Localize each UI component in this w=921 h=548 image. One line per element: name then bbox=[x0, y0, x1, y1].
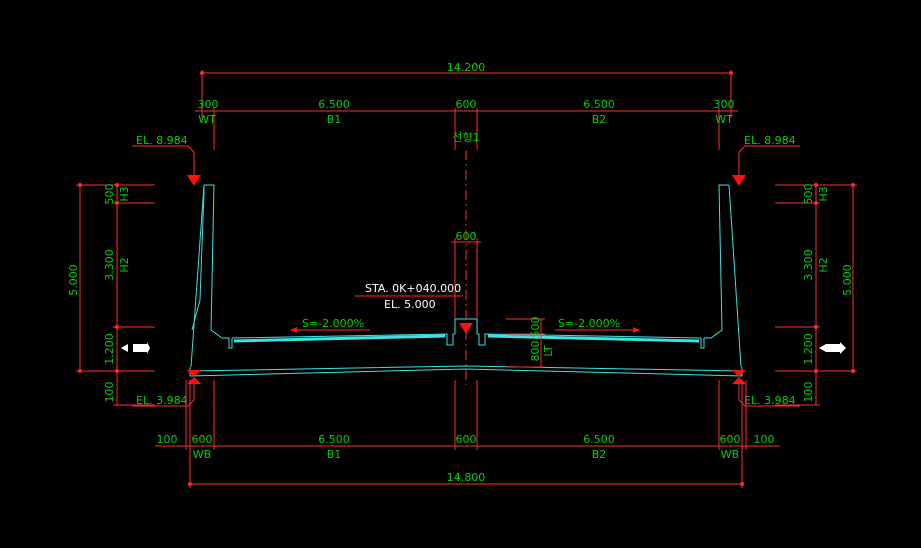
bottom-wb-right-label: WB bbox=[721, 448, 739, 461]
left-h2-value: 3.300 bbox=[103, 249, 116, 281]
top-wt-right-value: 300 bbox=[714, 98, 735, 111]
elevation-marker-icon bbox=[187, 370, 201, 377]
elevation-bottom-left: EL. 3.984 bbox=[132, 370, 201, 407]
station-annotation: STA. 0K+040.000 EL. 5.000 bbox=[355, 282, 473, 334]
center-elevation-label: EL. 5.000 bbox=[384, 298, 436, 311]
barrier-width-value: 600 bbox=[456, 230, 477, 243]
bottom-b1-value: 6.500 bbox=[318, 433, 350, 446]
slope-arrow-icon bbox=[290, 327, 297, 333]
water-arrow-icon bbox=[826, 342, 846, 354]
lt-label: LT bbox=[542, 345, 555, 357]
top-wt-left-value: 300 bbox=[198, 98, 219, 111]
top-b2-label: B2 bbox=[592, 113, 607, 126]
left-h3-label: H3 bbox=[118, 186, 131, 201]
elevation-marker-icon bbox=[732, 377, 746, 384]
slope-annotations: S=-2.000% S=-2.000% bbox=[290, 317, 640, 333]
bottom-total-label: 14.800 bbox=[447, 471, 486, 484]
top-segment-dimension: 300 6.500 600 6.500 300 WT B1 B2 WT bbox=[195, 98, 738, 150]
top-b1-value: 6.500 bbox=[318, 98, 350, 111]
bottom-ext-right-value: 100 bbox=[754, 433, 775, 446]
right-h1-value: 1.200 bbox=[802, 333, 815, 365]
right-vertical-dimensions: 5.000 500 H3 3.300 H2 1.200 100 bbox=[775, 183, 857, 406]
lt-500-value: 500 bbox=[529, 317, 542, 338]
right-h3-value: 500 bbox=[802, 184, 815, 205]
slope-right-label: S=-2.000% bbox=[558, 317, 620, 330]
bottom-wb-right-value: 600 bbox=[720, 433, 741, 446]
top-wt-left-label: WT bbox=[198, 113, 216, 126]
elevation-marker-icon bbox=[187, 175, 201, 186]
elevation-marker-icon bbox=[187, 377, 201, 384]
top-total-dimension: 14.200 bbox=[200, 61, 733, 118]
arrow-head-icon bbox=[121, 344, 128, 352]
lt-800-value: 800 bbox=[529, 341, 542, 362]
elevation-marker-icon bbox=[459, 323, 473, 334]
bottom-segment-dimension: 100 600 6.500 600 6.500 600 100 WB B1 B2… bbox=[155, 380, 780, 488]
bottom-median-value: 600 bbox=[456, 433, 477, 446]
elevation-bottom-left-label: EL. 3.984 bbox=[136, 394, 188, 407]
alignment-label: 선형1 bbox=[452, 131, 479, 144]
elevation-marker-icon bbox=[732, 175, 746, 186]
slope-arrow-icon bbox=[633, 327, 640, 333]
right-h3-label: H3 bbox=[817, 186, 830, 201]
bottom-wb-left-label: WB bbox=[193, 448, 211, 461]
right-h2-value: 3.300 bbox=[802, 249, 815, 281]
water-arrow-icon bbox=[133, 342, 150, 354]
elevation-top-left-label: EL. 8.984 bbox=[136, 134, 188, 147]
top-median-value: 600 bbox=[456, 98, 477, 111]
right-bottom-value: 100 bbox=[802, 382, 815, 403]
left-bottom-value: 100 bbox=[103, 382, 116, 403]
top-b2-value: 6.500 bbox=[583, 98, 615, 111]
bottom-wb-left-value: 600 bbox=[192, 433, 213, 446]
bottom-total-dimension: 14.800 bbox=[188, 471, 744, 486]
elevation-top-right: EL. 8.984 bbox=[732, 134, 800, 186]
elevation-marker-icon bbox=[732, 370, 746, 377]
station-label: STA. 0K+040.000 bbox=[365, 282, 461, 295]
slope-left-label: S=-2.000% bbox=[302, 317, 364, 330]
left-h3-value: 500 bbox=[103, 184, 116, 205]
top-total-label: 14.200 bbox=[447, 61, 486, 74]
bottom-ext-left-value: 100 bbox=[157, 433, 178, 446]
left-h1-value: 1.200 bbox=[103, 333, 116, 365]
arrow-head-icon bbox=[819, 344, 826, 352]
top-wt-right-label: WT bbox=[715, 113, 733, 126]
elevation-top-right-label: EL. 8.984 bbox=[744, 134, 796, 147]
right-h2-label: H2 bbox=[817, 257, 830, 272]
bottom-b2-label: B2 bbox=[592, 448, 607, 461]
barrier-dimension: 600 bbox=[451, 230, 481, 318]
lt-dimension: 500 800 LT bbox=[506, 317, 555, 368]
elevation-bottom-right-label: EL. 3.984 bbox=[744, 394, 796, 407]
bottom-b2-value: 6.500 bbox=[583, 433, 615, 446]
right-total-height: 5.000 bbox=[841, 264, 854, 296]
left-h2-label: H2 bbox=[118, 257, 131, 272]
top-b1-label: B1 bbox=[327, 113, 342, 126]
left-total-height: 5.000 bbox=[67, 264, 80, 296]
left-vertical-dimensions: 5.000 500 H3 3.300 H2 1.200 100 bbox=[67, 183, 155, 406]
elevation-top-left: EL. 8.984 bbox=[132, 134, 201, 186]
bottom-b1-label: B1 bbox=[327, 448, 342, 461]
